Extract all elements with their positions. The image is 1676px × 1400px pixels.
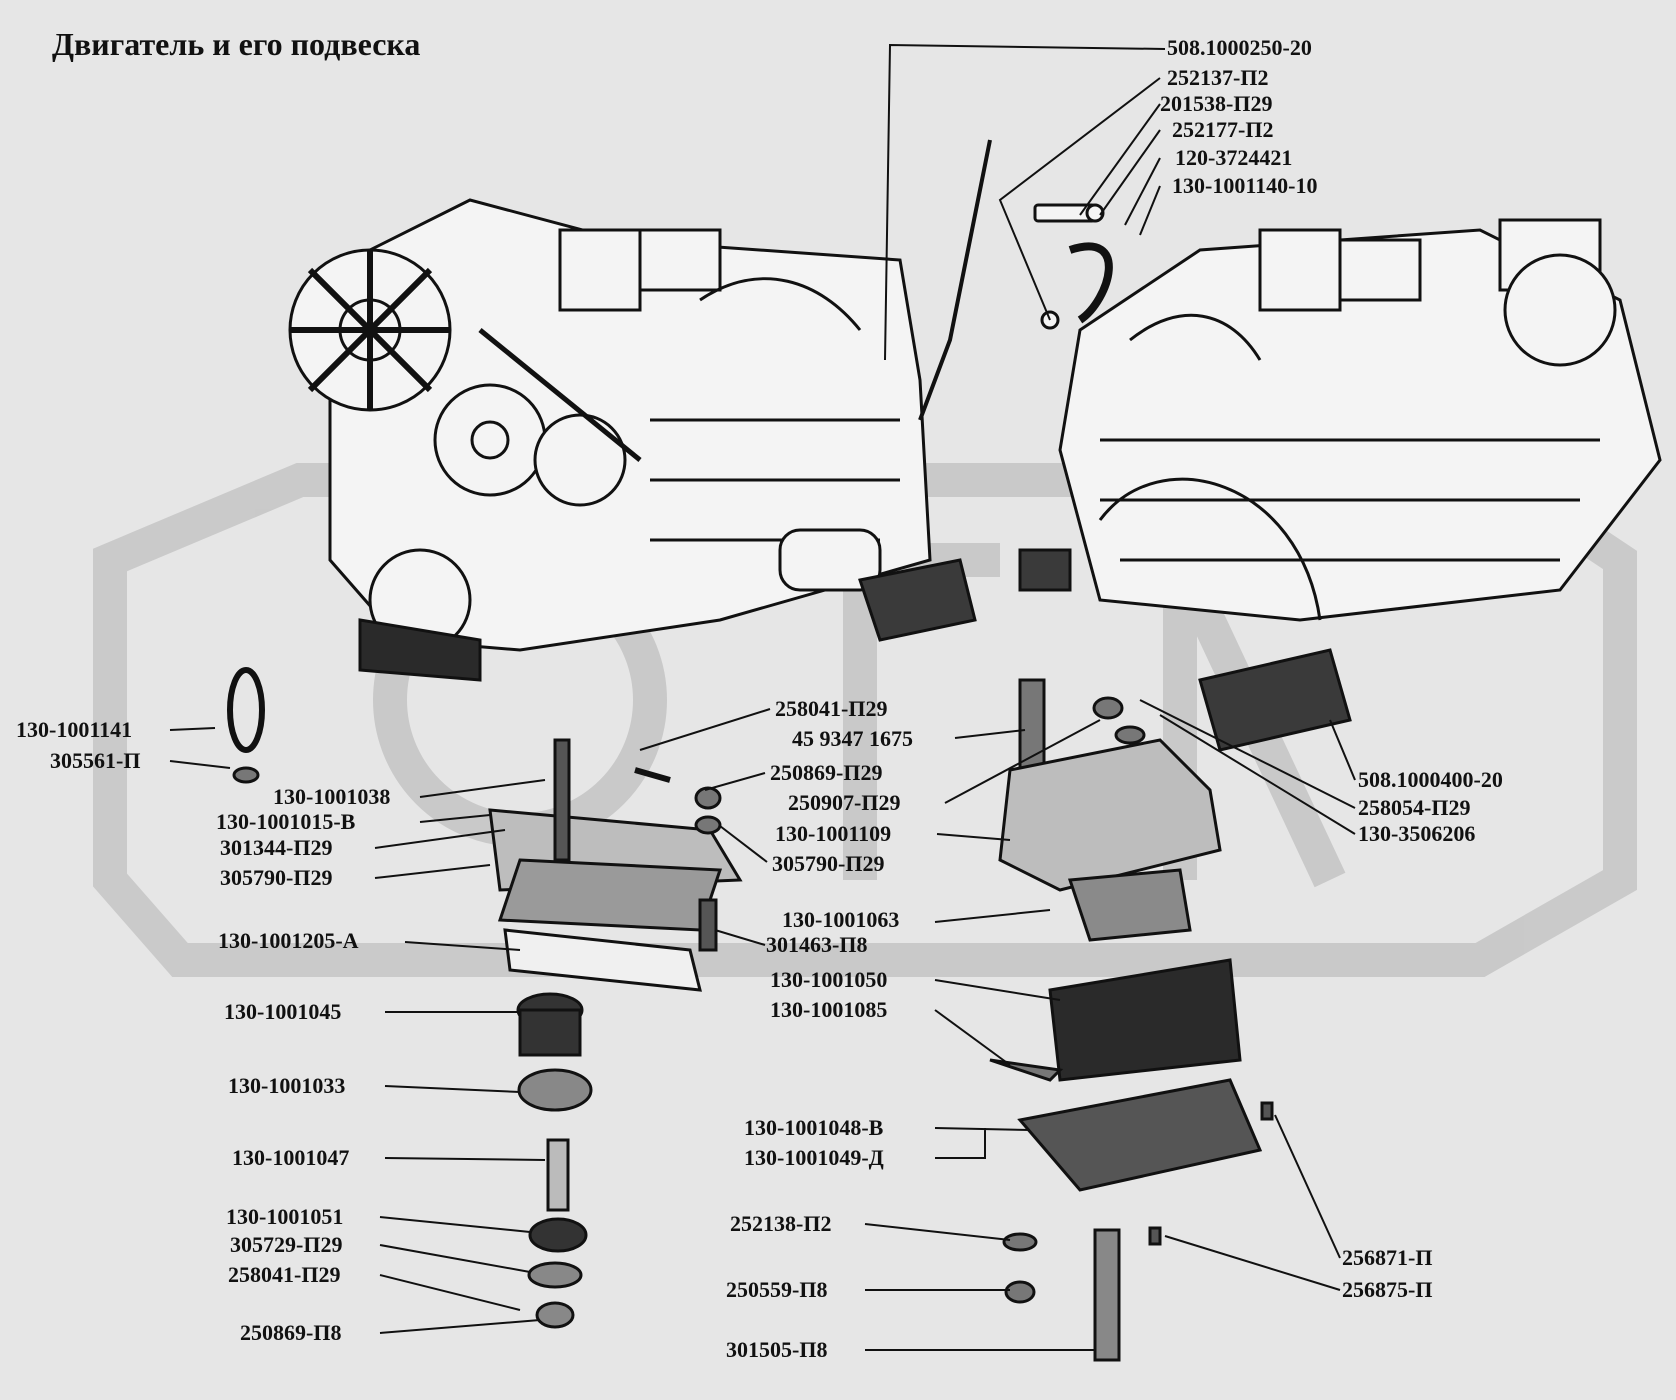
dipstick [918,139,992,421]
part-label-305729-p29: 305729-П29 [230,1232,343,1257]
part-label-130-1001051: 130-1001051 [226,1204,344,1229]
part-label-120-3724421: 120-3724421 [1175,145,1293,170]
part-label-256875-p: 256875-П [1342,1277,1433,1302]
right-mount-exploded [989,678,1274,1362]
part-label-508-1000250-20: 508.1000250-20 [1167,35,1312,60]
part-label-130-1001049-d: 130-1001049-Д [744,1145,884,1170]
part-label-258054-p29: 258054-П29 [1358,795,1471,820]
front-mount-bracket [858,548,1352,752]
part-label-130-3506206: 130-3506206 [1358,821,1476,846]
part-label-130-1001038: 130-1001038 [273,784,391,809]
part-label-256871-p: 256871-П [1342,1245,1433,1270]
part-label-130-1001109: 130-1001109 [775,821,892,846]
part-label-130-1001141: 130-1001141 [16,717,133,742]
bracket-assembly-top [1033,203,1113,330]
part-label-301344-p29: 301344-П29 [220,835,333,860]
part-label-305790-p29-left: 305790-П29 [220,865,333,890]
part-label-130-1001047: 130-1001047 [232,1145,350,1170]
engine-right-illustration [1058,218,1662,622]
part-label-305790-p29-right: 305790-П29 [772,851,885,876]
part-label-250869-p29: 250869-П29 [770,760,883,785]
part-label-250907-p29: 250907-П29 [788,790,901,815]
part-label-130-1001015-v: 130-1001015-В [216,809,356,834]
part-label-130-1001050: 130-1001050 [770,967,888,992]
part-label-250559-p8: 250559-П8 [726,1277,828,1302]
part-label-130-1001085: 130-1001085 [770,997,888,1022]
part-label-305561-p: 305561-П [50,748,141,773]
part-label-130-1001205-a: 130-1001205-А [218,928,359,953]
part-label-130-1001063: 130-1001063 [782,907,900,932]
part-label-258041-p29-bottom: 258041-П29 [228,1262,341,1287]
part-label-45-9347-1675: 45 9347 1675 [792,726,913,751]
part-label-252177-p2: 252177-П2 [1172,117,1274,142]
part-label-252137-p2: 252137-П2 [1167,65,1269,90]
part-label-130-1001048-v: 130-1001048-В [744,1115,884,1140]
page-title: Двигатель и его подвеска [52,26,421,62]
part-label-508-1000400-20: 508.1000400-20 [1358,767,1503,792]
part-label-301463-p8: 301463-П8 [766,932,868,957]
part-label-301505-p8: 301505-П8 [726,1337,828,1362]
part-label-130-1001033: 130-1001033 [228,1073,346,1098]
left-mount-exploded [227,667,743,1329]
part-label-258041-p29-top: 258041-П29 [775,696,888,721]
part-label-130-1001045: 130-1001045 [224,999,342,1024]
part-label-252138-p2: 252138-П2 [730,1211,832,1236]
part-label-130-1001140-10: 130-1001140-10 [1172,173,1318,198]
part-label-250869-p8: 250869-П8 [240,1320,342,1345]
part-label-201538-p29: 201538-П29 [1160,91,1273,116]
leader-lines [169,43,1356,1351]
engine-left-illustration [288,198,932,682]
